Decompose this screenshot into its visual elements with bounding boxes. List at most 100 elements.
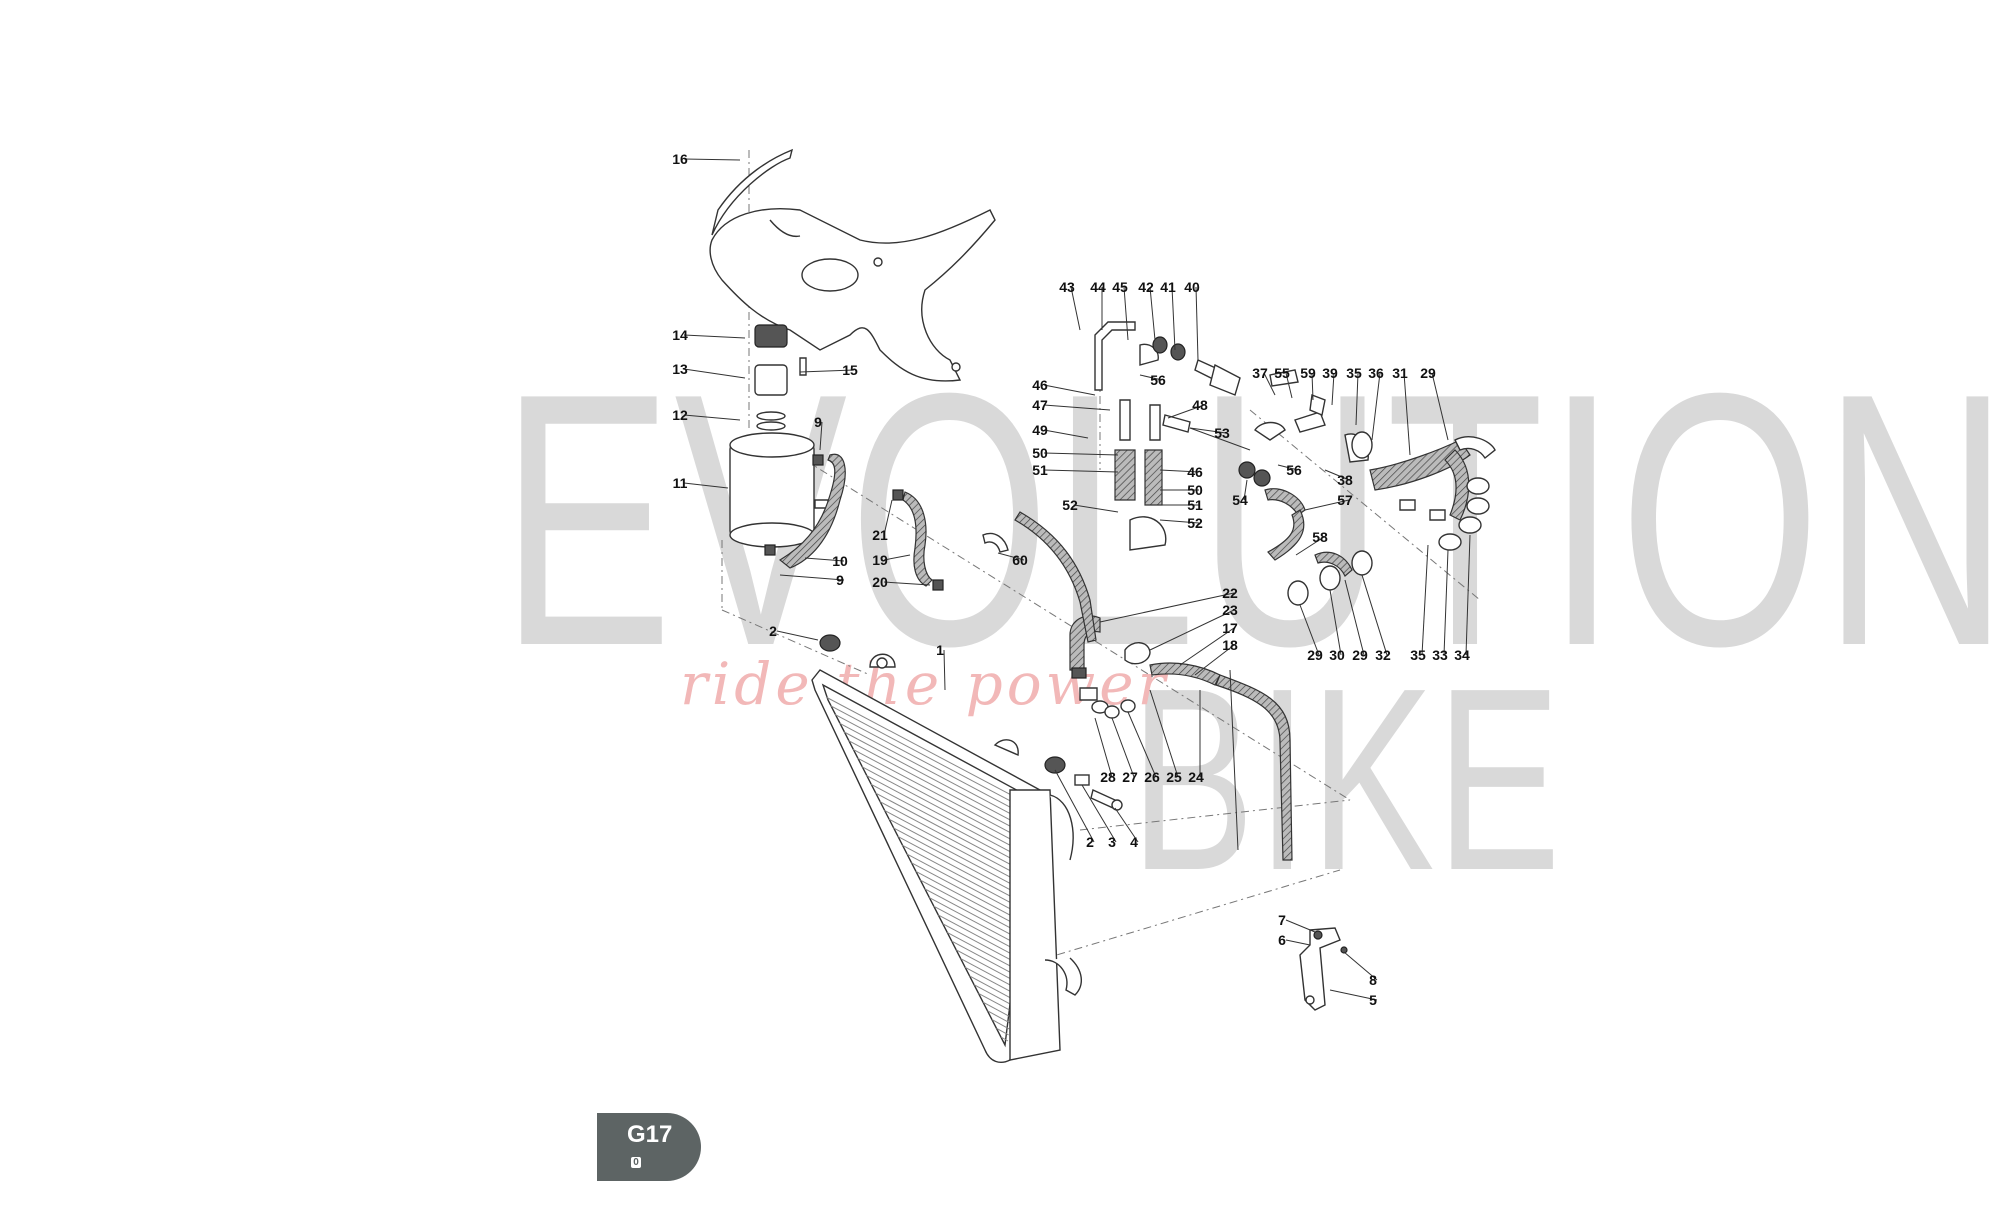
- radiator-fin: [942, 923, 1016, 963]
- callout-number: 54: [1232, 492, 1248, 508]
- callout-number: 9: [836, 572, 844, 588]
- leader-line: [1194, 644, 1235, 676]
- radiator-fin: [848, 740, 1028, 836]
- callout-number: 56: [1286, 462, 1302, 478]
- callout-number: 30: [1329, 647, 1345, 663]
- radiator-fin: [951, 940, 1015, 975]
- callout-number: 20: [872, 574, 888, 590]
- leader-line: [1043, 452, 1119, 456]
- radiator-fin: [902, 844, 1021, 909]
- leader-line: [1361, 574, 1388, 656]
- radiator-fin: [825, 696, 1031, 806]
- leader-line: [779, 574, 845, 581]
- leader-line: [1285, 372, 1293, 399]
- leader-line: [1043, 384, 1096, 396]
- callout-number: 26: [1144, 769, 1160, 785]
- callout-number: 47: [1032, 397, 1048, 413]
- radiator-fin: [888, 818, 1023, 891]
- radiator-fin: [884, 809, 1023, 885]
- leader-line: [1465, 534, 1471, 656]
- callout-number: 11: [673, 475, 688, 491]
- callout-number: 51: [1032, 462, 1048, 478]
- upper-manifold: [1094, 321, 1251, 551]
- radiator-fin: [919, 879, 1019, 933]
- expansion-tank: [729, 324, 846, 569]
- leader-line: [1355, 372, 1359, 426]
- leader-line: [1285, 919, 1316, 933]
- radiator-fin: [834, 713, 1030, 818]
- radiator-fin: [924, 888, 1018, 939]
- leader-line: [1149, 609, 1235, 651]
- leader-line: [1243, 479, 1248, 501]
- callout-number: 42: [1138, 279, 1154, 295]
- callout-number: 53: [1214, 425, 1230, 441]
- leader-line: [1277, 464, 1299, 471]
- radiator-fin: [857, 757, 1027, 848]
- radiator-fin: [973, 984, 1012, 1006]
- leader-line: [1114, 807, 1139, 843]
- leader-line: [1043, 469, 1119, 473]
- leader-line: [1285, 939, 1311, 946]
- radiator-fin: [933, 905, 1017, 951]
- radiator-fin: [982, 1001, 1011, 1018]
- leader-line: [1099, 592, 1235, 623]
- radiator-fin: [897, 836, 1022, 903]
- small-hose-group: [892, 489, 1009, 591]
- callout-number: 52: [1062, 497, 1078, 513]
- callout-number: 2: [769, 623, 777, 639]
- leader-line: [1195, 286, 1199, 361]
- callout-number: 31: [1392, 365, 1408, 381]
- callout-number: 29: [1352, 647, 1368, 663]
- callout-number: 12: [672, 407, 688, 423]
- radiator-fin: [946, 931, 1016, 969]
- leader-line: [683, 158, 741, 161]
- leader-line: [1311, 372, 1314, 401]
- page-code: G17: [627, 1121, 673, 1148]
- leader-line: [1421, 544, 1429, 656]
- leader-line: [943, 649, 946, 691]
- callout-number: 25: [1166, 769, 1182, 785]
- radiator-fin: [852, 748, 1027, 842]
- leader-line: [683, 368, 746, 379]
- callout-number: 29: [1307, 647, 1323, 663]
- radiator-fin: [906, 853, 1021, 915]
- leader-line: [683, 334, 746, 339]
- callout-number: 15: [842, 362, 858, 378]
- leader-line: [804, 557, 845, 562]
- callout-number: 45: [1112, 279, 1128, 295]
- leader-line: [1171, 286, 1176, 351]
- radiator-fin: [928, 897, 1018, 945]
- callout-number: 4: [1130, 834, 1138, 850]
- leader-line: [1344, 579, 1365, 656]
- leader-line: [883, 554, 911, 561]
- callout-number: 36: [1368, 365, 1384, 381]
- callout-number: 51: [1187, 497, 1203, 513]
- leader-line: [683, 414, 741, 421]
- leader-line: [1123, 286, 1129, 341]
- callout-number: 21: [872, 527, 888, 543]
- leader-line: [1329, 589, 1342, 656]
- callout-number: 52: [1187, 515, 1203, 531]
- leader-line: [1329, 989, 1378, 1001]
- leader-line: [799, 369, 855, 373]
- leader-line: [1149, 689, 1179, 778]
- leader-line: [1299, 604, 1320, 656]
- radiator-fin: [996, 1027, 1009, 1036]
- callout-number: 50: [1187, 482, 1203, 498]
- callout-number: 50: [1032, 445, 1048, 461]
- radiator-fin: [964, 966, 1013, 994]
- radiator-fin: [830, 705, 1030, 812]
- radiator-fin: [1000, 1036, 1009, 1042]
- leader-line: [997, 552, 1025, 561]
- leader-line: [1343, 951, 1378, 981]
- callout-number: 43: [1059, 279, 1075, 295]
- leader-line: [1073, 504, 1119, 513]
- leader-line: [1189, 427, 1227, 434]
- drain-hose: [1229, 669, 1239, 851]
- callout-number: 46: [1032, 377, 1048, 393]
- radiator-fin: [955, 949, 1014, 981]
- leader-line: [1371, 372, 1381, 441]
- callout-number: 6: [1278, 932, 1286, 948]
- leader-line: [1159, 469, 1200, 473]
